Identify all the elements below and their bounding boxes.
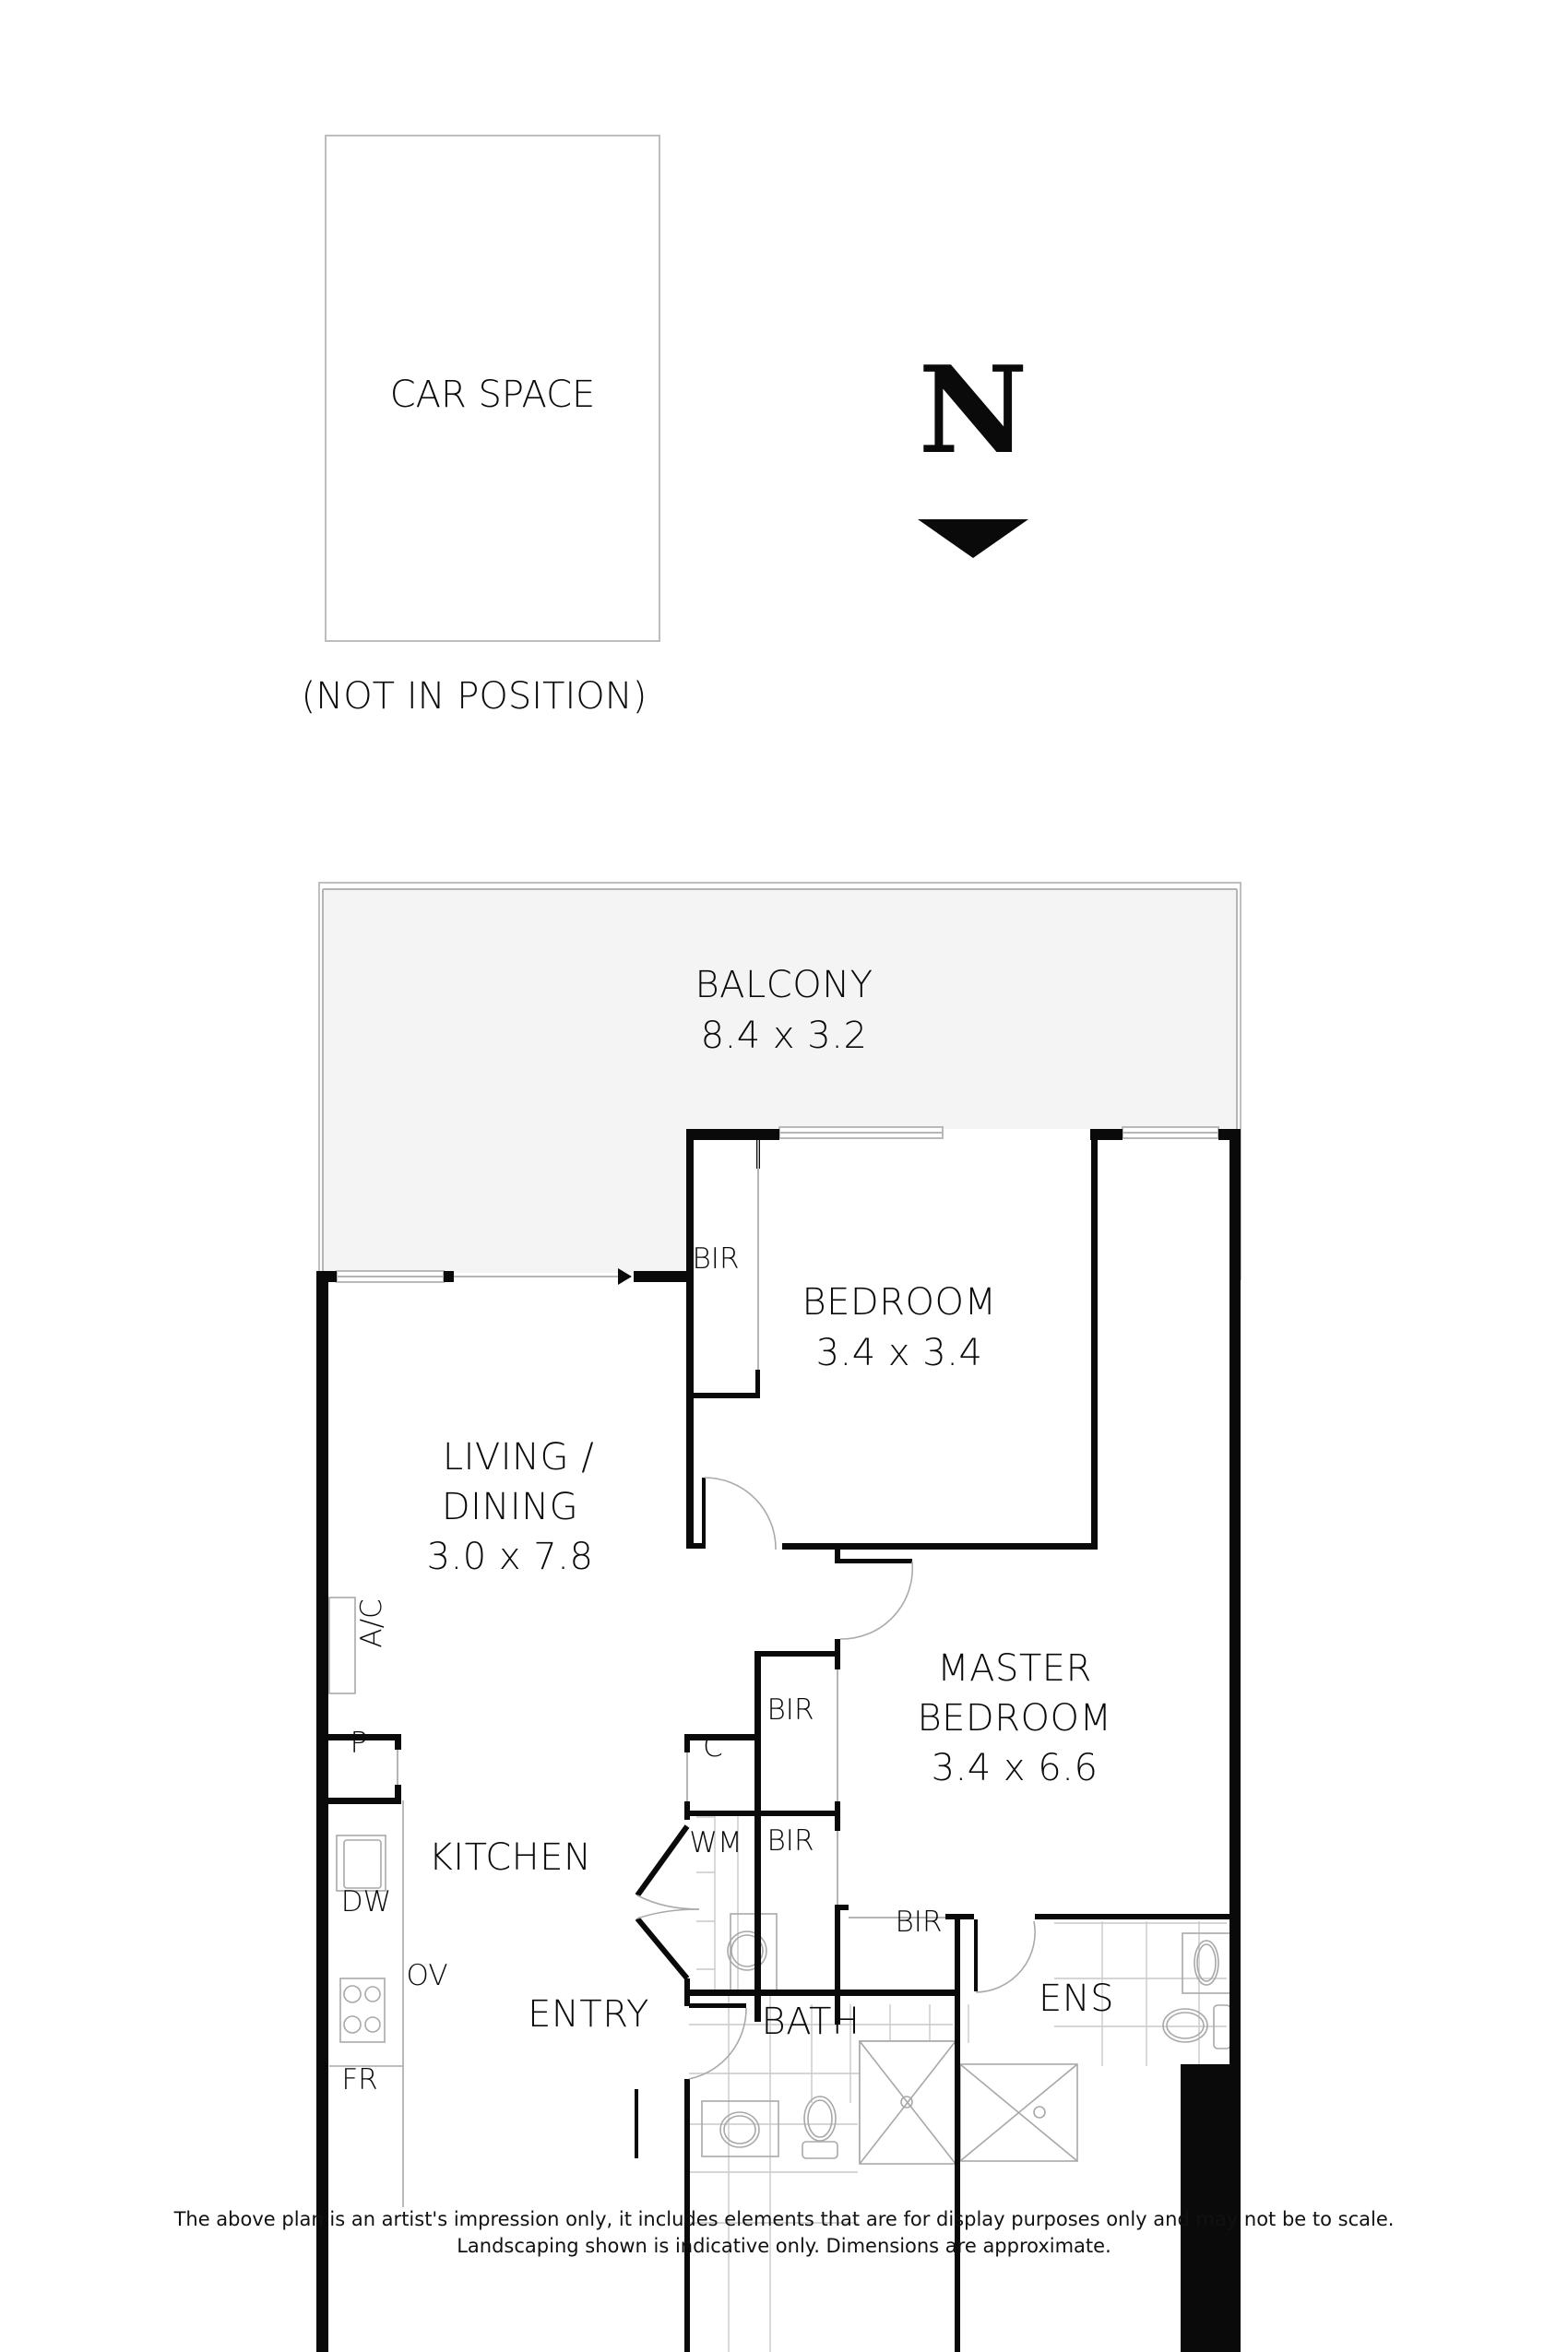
bath-label: BATH: [762, 2001, 861, 2043]
fixture-labels: BIR BIR BIR BIR C WM P DW OV FR A/C: [341, 1242, 943, 2097]
disclaimer-line-1: The above plan is an artist's impression…: [173, 2208, 1395, 2230]
car-space-label: CAR SPACE: [390, 374, 596, 416]
ensuite-label: ENS: [1039, 1978, 1114, 2020]
living-label-line2: DINING: [442, 1486, 578, 1528]
north-compass: N: [918, 339, 1028, 558]
balcony-dims: 8.4 x 3.2: [701, 1015, 868, 1057]
bedroom-label: BEDROOM: [802, 1281, 996, 1324]
master-bir-middle-label: BIR: [767, 1824, 814, 1858]
sliding-door-arrow-icon: [618, 1268, 632, 1285]
car-space: CAR SPACE (NOT IN POSITION): [302, 135, 660, 718]
disclaimer-line-2: Landscaping shown is indicative only. Di…: [457, 2235, 1111, 2257]
bedroom-dims: 3.4 x 3.4: [816, 1332, 983, 1374]
bedroom-bir-label: BIR: [693, 1242, 740, 1276]
master-bir-upper-label: BIR: [767, 1693, 814, 1727]
linen-cupboard-label: C: [703, 1730, 723, 1764]
door-swings: [635, 1477, 1036, 2080]
room-labels: BEDROOM 3.4 x 3.4 LIVING / DINING 3.0 x …: [427, 1281, 1114, 2043]
north-arrow-icon: [918, 519, 1028, 558]
balcony-label: BALCONY: [695, 964, 873, 1006]
living-label-line1: LIVING /: [443, 1436, 594, 1479]
master-label-line2: BEDROOM: [917, 1697, 1111, 1740]
bath-vanity-basin-icon: [701, 2100, 779, 2157]
fridge-label: FR: [341, 2063, 377, 2097]
pantry-label: P: [350, 1727, 368, 1760]
north-letter: N: [919, 339, 1028, 481]
kitchen-label: KITCHEN: [429, 1836, 592, 1879]
aircon-label: A/C: [355, 1598, 388, 1647]
entry-label: ENTRY: [528, 1993, 649, 2036]
master-label-line1: MASTER: [937, 1647, 1092, 1690]
bath-shower: [859, 2040, 956, 2165]
aircon-unit: [328, 1597, 356, 1694]
dishwasher-label: DW: [341, 1885, 392, 1918]
master-bir-lower-label: BIR: [896, 1906, 943, 1939]
kitchen-bench: [329, 1800, 404, 2207]
car-space-note: (NOT IN POSITION): [302, 675, 647, 718]
bath-tiles: [689, 1995, 969, 2352]
bath-toilet-icon: [802, 2096, 838, 2159]
walls: [316, 1129, 1241, 2352]
living-dims: 3.0 x 7.8: [427, 1536, 594, 1578]
master-dims: 3.4 x 6.6: [932, 1747, 1099, 1789]
balcony: BALCONY 8.4 x 3.2: [318, 882, 1244, 1280]
ensuite-shower: [959, 2063, 1078, 2162]
oven-label: OV: [406, 1959, 447, 1992]
washing-machine-label: WM: [689, 1826, 742, 1859]
laundry-sink-icon: [727, 1930, 767, 1971]
